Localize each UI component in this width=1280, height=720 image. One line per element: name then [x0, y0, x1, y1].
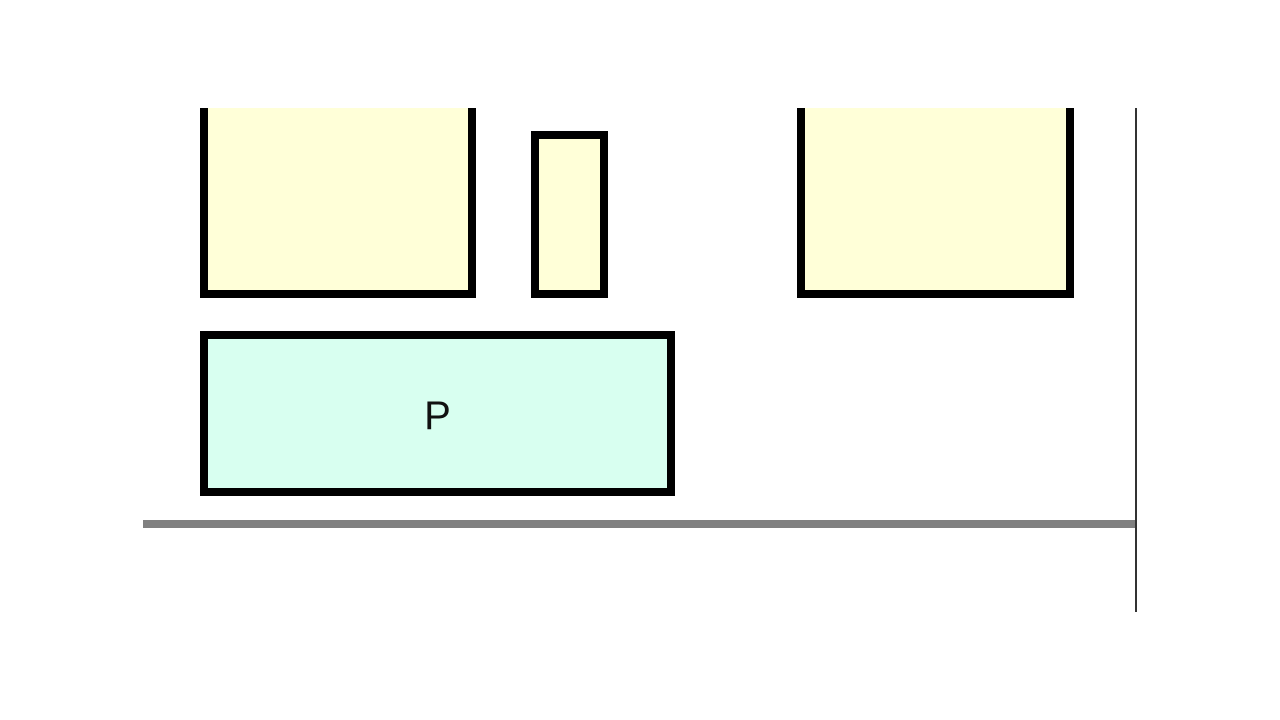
right-edge-line: [1135, 108, 1137, 612]
p-block: P: [200, 331, 675, 496]
yellow-block-narrow: [531, 131, 608, 298]
yellow-block-right: [797, 108, 1074, 298]
p-block-label: P: [424, 393, 451, 438]
yellow-block-left: [200, 108, 476, 298]
ground-line: [143, 520, 1137, 528]
